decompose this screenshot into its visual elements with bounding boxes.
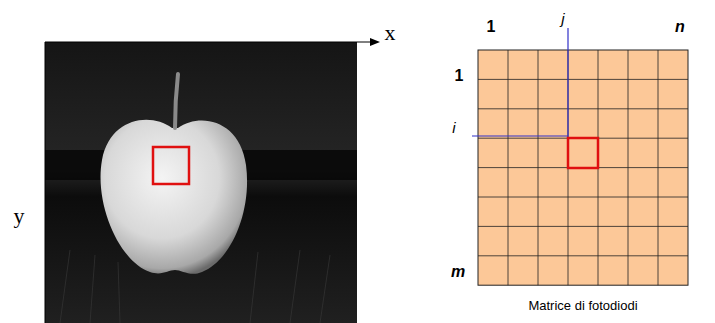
- row-index: i: [452, 120, 455, 135]
- x-axis: [45, 42, 372, 43]
- grid-background: [478, 50, 688, 285]
- pixel-highlight: [153, 147, 189, 184]
- column-index-line: [567, 28, 568, 138]
- grid-line: [478, 226, 688, 227]
- axis-label: x: [385, 22, 396, 44]
- grid-line: [478, 255, 688, 256]
- apple: [101, 120, 248, 274]
- selected-photodiode: [568, 138, 598, 168]
- x-axis-arrowhead: [370, 38, 380, 46]
- grid-line: [478, 108, 688, 109]
- row-index-line: [472, 135, 568, 136]
- axis-label: y: [14, 205, 25, 227]
- apple-stem: [175, 74, 178, 128]
- column-index: n: [675, 19, 685, 35]
- grid-line: [478, 197, 688, 198]
- row-index: 1: [455, 68, 464, 84]
- photodiode-grid: [478, 50, 688, 285]
- y-axis: [45, 42, 46, 323]
- photo-background: [45, 42, 357, 323]
- row-index: m: [451, 264, 465, 280]
- grid-line: [478, 79, 688, 80]
- column-index: j: [561, 11, 564, 26]
- caption: Matrice di fotodiodi: [528, 299, 637, 312]
- column-index: 1: [487, 19, 496, 35]
